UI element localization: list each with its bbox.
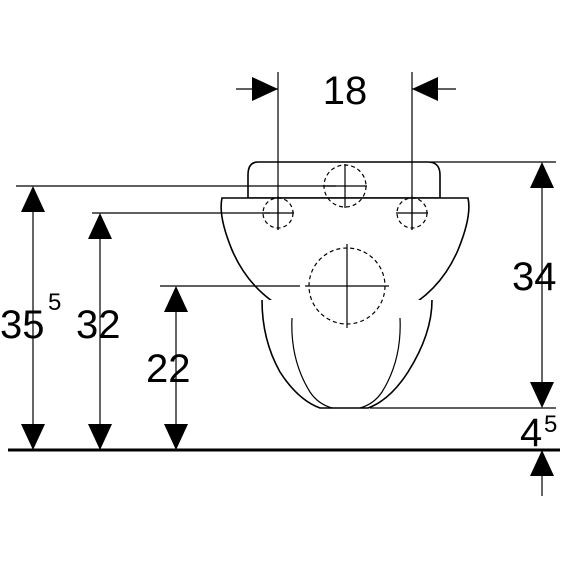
dim-34-label: 34 [512,255,557,299]
arrow-down-22 [164,424,188,450]
dim-45-label: 4 [520,411,542,455]
toilet-lid-top [247,161,441,199]
arrow-up-22 [164,286,188,312]
arrow-up-45 [530,450,554,476]
arrow-down-32 [88,424,112,450]
dim-355-sup: 5 [48,289,61,316]
arrow-down-34 [530,382,554,408]
arrow-right-18 [252,77,278,101]
pedestal-inner-right [359,317,401,409]
arrow-up-34 [530,162,554,188]
dim-355-label: 35 [0,303,45,347]
dim-22-label: 22 [146,347,191,391]
dim-18-label: 18 [323,69,368,113]
dim-32-label: 32 [76,303,121,347]
arrow-up-355 [21,186,45,212]
arrow-left-18 [412,77,438,101]
dim-45-sup: 5 [544,411,557,438]
arrow-down-355 [21,424,45,450]
arrow-up-32 [88,213,112,239]
pedestal-inner-left [291,317,333,409]
